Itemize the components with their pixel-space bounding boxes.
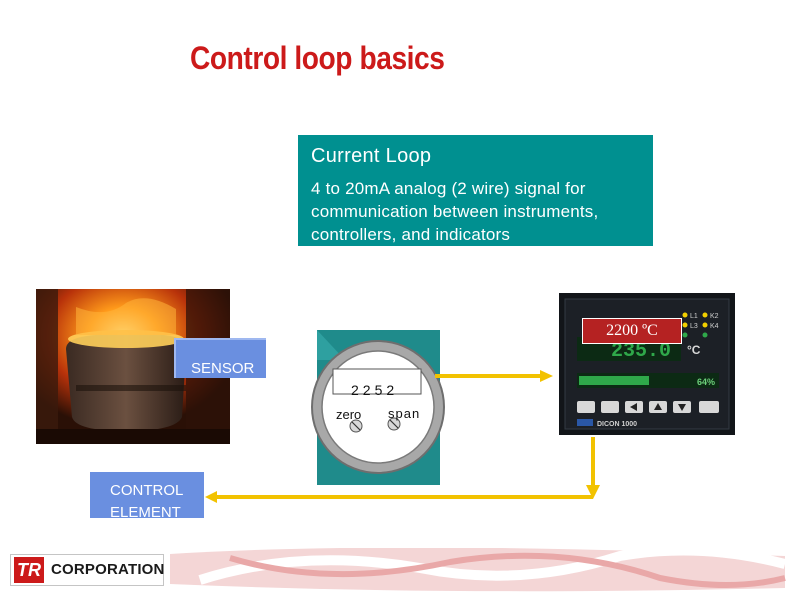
temperature-label: 2200 ºC (582, 318, 682, 344)
span-adjust-screw[interactable] (387, 417, 401, 431)
svg-text:L1: L1 (690, 313, 698, 320)
controller-faceplate: 235.0 °C L1 K2 L3 K4 64% DICON 1000 (559, 293, 735, 435)
arrowhead-left (205, 491, 217, 503)
controller-button[interactable] (601, 401, 619, 413)
page-title: Control loop basics (190, 40, 445, 76)
enter-button[interactable] (699, 401, 719, 413)
controller-brand: DICON 1000 (597, 421, 637, 428)
zero-label: zero (336, 407, 362, 422)
arrowhead-down (586, 485, 600, 499)
svg-text:K2: K2 (710, 313, 719, 320)
output-bargraph (579, 376, 649, 385)
logo-mark-icon: TR (14, 557, 44, 583)
controller-display-unit: °C (687, 343, 701, 357)
svg-text:L3: L3 (690, 323, 698, 330)
zero-adjust-screw[interactable] (349, 419, 363, 433)
controller-button[interactable] (577, 401, 595, 413)
output-percent: 64% (697, 377, 715, 387)
process-controller: 235.0 °C L1 K2 L3 K4 64% DICON 1000 (559, 293, 735, 435)
transmitter (311, 330, 445, 485)
control-element-label: CONTROL ELEMENT (90, 472, 204, 518)
controller-buttons (577, 401, 719, 413)
callout-heading: Current Loop (311, 145, 432, 167)
company-name: CORPORATION (51, 561, 165, 578)
status-indicators: L1 K2 L3 K4 (682, 312, 719, 338)
controller-display-value: 235.0 (611, 340, 671, 363)
sensor-label: SENSOR (174, 338, 266, 378)
span-label: span (388, 406, 421, 421)
svg-text:K4: K4 (710, 323, 719, 330)
callout-body: 4 to 20mA analog (2 wire) signal for com… (311, 179, 599, 244)
transmitter-display-value: 2252 (351, 382, 399, 398)
current-loop-callout: Current Loop 4 to 20mA analog (2 wire) s… (298, 135, 653, 246)
arrowhead-right (540, 370, 553, 382)
